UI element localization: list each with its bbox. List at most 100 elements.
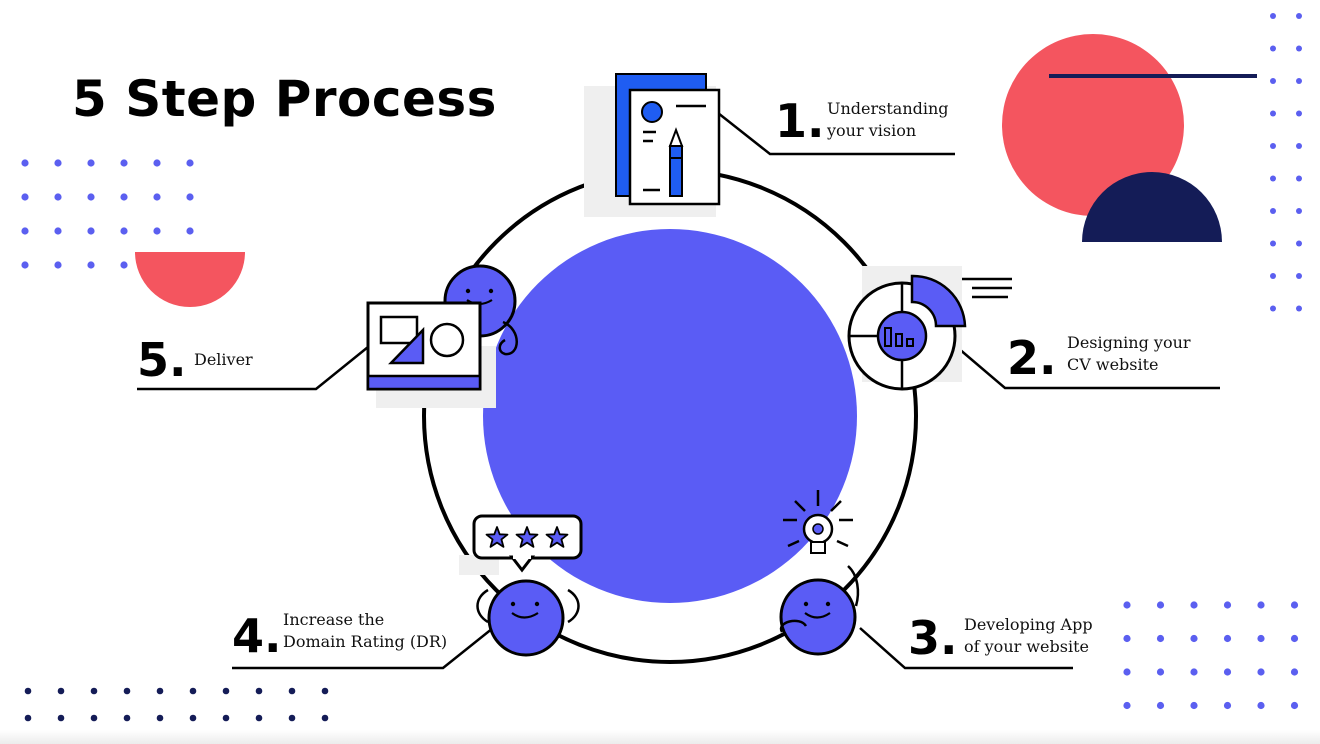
- decorative-dot: [255, 714, 263, 722]
- document-pen-icon: [584, 73, 721, 217]
- decorative-dot: [153, 159, 161, 167]
- decorative-dot: [1296, 78, 1302, 84]
- step-5-label: Deliver: [194, 349, 253, 371]
- decorative-dot: [1257, 601, 1265, 609]
- step-5-label-line-1: Deliver: [194, 350, 253, 369]
- decorative-dot: [1223, 634, 1232, 643]
- decorative-dot: [21, 261, 29, 269]
- connector-step-4: [232, 627, 494, 670]
- step-2-label: Designing your CV website: [1067, 332, 1191, 376]
- step-2-label-line-2: CV website: [1067, 355, 1159, 374]
- step-1-number: 1.: [775, 94, 825, 148]
- navy-bar: [1049, 74, 1257, 78]
- step-1-label-line-1: Understanding: [827, 99, 949, 118]
- decorative-dot: [1123, 634, 1131, 643]
- decorative-dot: [21, 227, 29, 235]
- step-4-label: Increase the Domain Rating (DR): [283, 609, 447, 653]
- decorative-dot: [1296, 208, 1302, 214]
- decorative-dot: [1296, 45, 1302, 52]
- decorative-dot: [1223, 668, 1232, 676]
- decorative-dot: [186, 193, 194, 201]
- decorative-dots-right: [1270, 13, 1302, 312]
- decorative-dot: [1296, 240, 1302, 247]
- star-icon: [515, 526, 539, 548]
- decorative-dot: [189, 687, 197, 695]
- decorative-dot: [1190, 668, 1198, 676]
- decorative-dot: [1257, 668, 1265, 676]
- decorative-dot: [1296, 13, 1302, 19]
- decorative-dot: [87, 193, 95, 201]
- step-4-label-line-1: Increase the: [283, 610, 385, 629]
- decorative-dot: [120, 227, 128, 235]
- decorative-dot: [57, 687, 65, 695]
- decorative-dot: [1156, 668, 1165, 676]
- bottom-fade: [0, 730, 1320, 744]
- decorative-dot: [1270, 143, 1276, 149]
- decorative-dot: [288, 687, 296, 695]
- decorative-dot: [1270, 305, 1276, 312]
- decorative-dot: [24, 687, 32, 695]
- decorative-dot: [87, 261, 95, 269]
- connector-step-2: [957, 347, 1220, 390]
- decorative-dot: [24, 714, 32, 722]
- decorative-dot: [90, 714, 98, 722]
- rating-stars-icon: [459, 514, 583, 657]
- step-3-label-line-2: of your website: [964, 637, 1089, 656]
- lightbulb-icon: [779, 490, 860, 656]
- decorative-dot: [87, 159, 95, 167]
- decorative-dot: [1123, 601, 1131, 609]
- decorative-dot: [1296, 305, 1302, 312]
- page-title: 5 Step Process: [72, 70, 497, 128]
- decorative-dot: [1190, 634, 1198, 643]
- decorative-dot: [1270, 45, 1276, 52]
- decorative-dot: [1290, 668, 1299, 676]
- decorative-dot: [54, 159, 62, 167]
- decorative-dot: [156, 687, 164, 695]
- decorative-dots-bottom-left: [24, 687, 329, 722]
- decorative-dot: [21, 159, 29, 167]
- center-disc: [483, 229, 857, 603]
- donut-chart-icon: [847, 266, 1012, 391]
- decorative-dot: [222, 687, 230, 695]
- coral-half-circle-left: [135, 252, 245, 307]
- decorative-dot: [1223, 701, 1232, 710]
- decorative-dot: [1290, 634, 1299, 643]
- decorative-dot: [1270, 13, 1276, 19]
- decorative-dot: [1296, 143, 1302, 149]
- step-2-label-line-1: Designing your: [1067, 333, 1191, 352]
- shapes-canvas-icon: [366, 264, 518, 408]
- decorative-dot: [87, 227, 95, 235]
- decorative-dot: [1290, 701, 1299, 710]
- decorative-dot: [57, 714, 65, 722]
- decorative-dot: [189, 714, 197, 722]
- decorative-dot: [120, 193, 128, 201]
- step-1-label: Understanding your vision: [827, 98, 949, 142]
- navy-half-circle: [1082, 172, 1222, 242]
- star-icon: [485, 526, 509, 548]
- decorative-dot: [1296, 175, 1302, 182]
- decorative-dot: [1296, 110, 1302, 117]
- step-3-label-line-1: Developing App: [964, 615, 1093, 634]
- decorative-dot: [54, 261, 62, 269]
- decorative-dot: [222, 714, 230, 722]
- step-5-number: 5.: [137, 333, 187, 387]
- decorative-dot: [321, 687, 329, 695]
- decorative-dot: [1257, 701, 1265, 710]
- decorative-dot: [153, 193, 161, 201]
- decorative-dot: [1270, 208, 1276, 214]
- decorative-dot: [1270, 175, 1276, 182]
- star-icon: [545, 526, 569, 548]
- coral-circle-top-right: [1002, 34, 1184, 216]
- decorative-dot: [1290, 601, 1299, 609]
- step-3-number: 3.: [908, 611, 958, 665]
- decorative-dot: [288, 714, 296, 722]
- decorative-dot: [1270, 240, 1276, 247]
- step-3-label: Developing App of your website: [964, 614, 1093, 658]
- decorative-dot: [120, 159, 128, 167]
- decorative-dot: [1156, 701, 1165, 710]
- decorative-dot: [1223, 601, 1232, 609]
- decorative-dot: [120, 261, 128, 269]
- decorative-dot: [1190, 601, 1198, 609]
- decorative-dot: [186, 227, 194, 235]
